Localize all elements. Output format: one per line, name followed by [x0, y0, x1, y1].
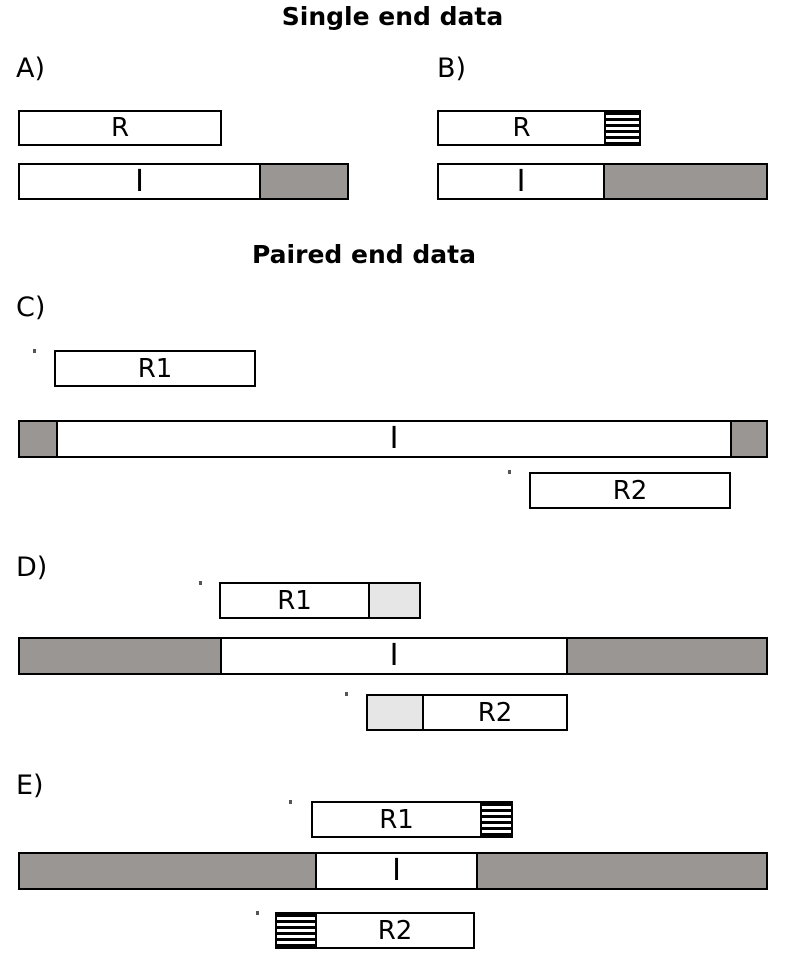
panel-label-e: E)	[16, 770, 44, 801]
panel-e-insert-i: I	[18, 852, 768, 890]
panel-d-read-r1-aligned: R1	[221, 584, 368, 617]
panel-e-read-r1-adapter-hatch	[480, 803, 511, 836]
panel-d-insert-unsequenced-left	[20, 639, 220, 673]
panel-d-insert-i: I	[18, 637, 768, 675]
panel-e-read-r1-aligned: R1	[313, 803, 480, 836]
panel-a-read-r-label: R	[110, 113, 130, 143]
panel-c-read-r2-start-marker	[508, 470, 511, 474]
panel-c-read-r2-aligned: R2	[531, 474, 729, 507]
panel-b-insert-unsequenced	[603, 165, 766, 198]
panel-a-insert-i: I	[18, 163, 349, 200]
panel-d-insert-unsequenced-right	[566, 639, 766, 673]
panel-a-insert-unsequenced	[259, 165, 347, 198]
panel-e-read-r2: R2	[275, 912, 475, 949]
panel-c-read-r1-label: R1	[137, 353, 173, 384]
panel-e-read-r1: R1	[311, 801, 513, 838]
panel-c-insert-i: I	[18, 420, 768, 458]
panel-d-insert-sequenced: I	[220, 639, 566, 673]
panel-e-read-r1-label: R1	[379, 804, 414, 835]
panel-a-read-r: R	[18, 110, 222, 146]
panel-c-read-r2: R2	[529, 472, 731, 509]
panel-e-read-r2-aligned: R2	[315, 914, 473, 947]
panel-c-insert-unsequenced-right	[730, 422, 766, 456]
panel-c-read-r1-aligned: R1	[56, 352, 254, 385]
panel-e-insert-label: I	[392, 854, 401, 888]
panel-label-d: D)	[16, 552, 48, 583]
panel-label-c: C)	[16, 292, 46, 323]
panel-d-read-r2-label: R2	[477, 697, 513, 728]
panel-d-read-r1: R1	[219, 582, 421, 619]
panel-a-insert-sequenced: I	[20, 165, 259, 198]
panel-b-insert-label: I	[516, 165, 526, 198]
panel-c-read-r1: R1	[54, 350, 256, 387]
panel-e-read-r2-adapter-hatch	[277, 914, 315, 947]
section-title-paired-end: Paired end data	[252, 240, 476, 269]
panel-b-read-r-aligned: R	[439, 112, 604, 144]
panel-c-read-r2-label: R2	[612, 475, 648, 506]
panel-e-read-r2-start-marker	[256, 911, 259, 915]
panel-e-insert-sequenced: I	[315, 854, 476, 888]
panel-d-read-r2: R2	[366, 694, 568, 731]
panel-e-read-r2-label: R2	[377, 915, 413, 946]
panel-c-insert-label: I	[389, 422, 399, 456]
panel-e-read-r1-start-marker	[289, 800, 292, 804]
panel-d-insert-label: I	[389, 639, 399, 673]
panel-d-read-r1-start-marker	[199, 581, 202, 585]
panel-d-read-r1-adapter	[368, 584, 419, 617]
panel-d-read-r2-start-marker	[345, 692, 348, 696]
panel-label-b: B)	[437, 53, 467, 84]
panel-b-insert-sequenced: I	[439, 165, 603, 198]
panel-c-insert-unsequenced-left	[20, 422, 56, 456]
panel-b-read-r: R	[437, 110, 641, 146]
panel-b-read-r-adapter-hatch	[604, 112, 639, 144]
panel-b-insert-i: I	[437, 163, 768, 200]
panel-d-read-r1-label: R1	[277, 585, 312, 616]
section-title-single-end: Single end data	[281, 2, 504, 31]
panel-a-insert-label: I	[135, 165, 144, 198]
panel-d-read-r2-adapter	[368, 696, 422, 729]
panel-a-read-r-aligned: R	[20, 112, 220, 144]
panel-c-read-r1-start-marker	[33, 349, 36, 353]
panel-e-insert-unsequenced-left	[20, 854, 315, 888]
panel-e-insert-unsequenced-right	[476, 854, 766, 888]
panel-label-a: A)	[16, 53, 46, 84]
panel-c-insert-sequenced: I	[56, 422, 730, 456]
panel-b-read-r-label: R	[512, 113, 531, 143]
panel-d-read-r2-aligned: R2	[422, 696, 566, 729]
